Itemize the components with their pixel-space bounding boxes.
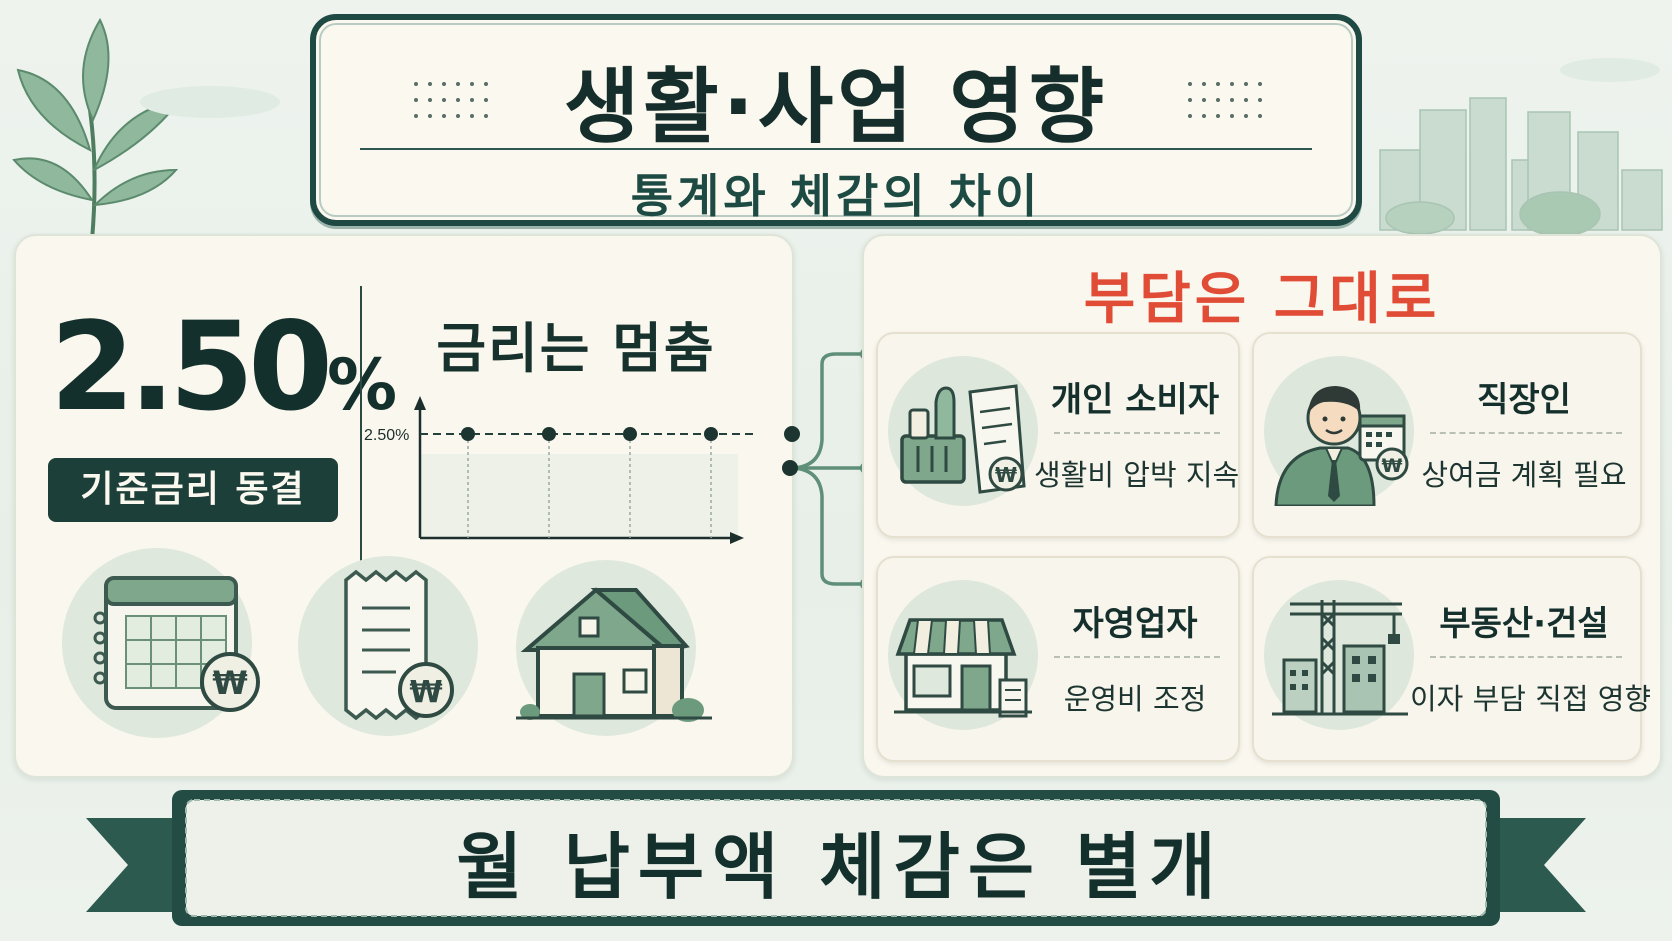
chart-point [623,427,637,441]
real-estate-card: 부동산·건설 이자 부담 직접 영향 [1252,556,1652,762]
y-axis-arrow [414,396,426,410]
construction-crane-icon [1272,600,1408,716]
won-symbol: ₩ [1382,455,1403,477]
won-symbol: ₩ [409,675,442,710]
chart-point [704,427,718,441]
won-symbol: ₩ [995,463,1017,487]
dot-pattern-left [414,82,488,118]
rate-unit: % [327,344,398,426]
page-subtitle: 통계와 체감의 차이 [630,169,1042,223]
rate-freeze-card: 2.50% 기준금리 동결 금리는 멈춤 2.50% ₩ [14,234,800,778]
card-divider [1054,656,1220,658]
y-tick-label: 2.50% [364,427,409,444]
rate-value: 2.50% [50,306,397,428]
title-panel: 생활·사업 영향 통계와 체감의 차이 [310,14,1362,226]
self-employed-desc: 운영비 조정 [1063,682,1207,716]
calendar-icon: ₩ [93,576,260,712]
title-divider [360,148,1312,150]
employee-desc: 상여금 계획 필요 [1421,458,1627,492]
chart-point [461,427,475,441]
employee-title: 직장인 [1477,380,1571,420]
consumer-bubble: ₩ [888,356,1038,506]
x-axis-arrow [730,532,744,544]
chart-point [542,427,556,441]
receipt-icon: ₩ [344,569,454,721]
page-title: 생활·사업 영향 [563,60,1109,155]
rate-badge: 기준금리 동결 [48,458,338,522]
real-estate-title: 부동산·건설 [1439,604,1609,644]
plant-illustration [12,17,183,241]
self-employed-bubble [888,580,1038,730]
office-worker-icon: ₩ [1274,386,1409,506]
real-estate-desc: 이자 부담 직접 영향 [1410,682,1652,716]
vertical-divider [360,286,362,566]
card-divider [1430,432,1622,434]
employee-bubble: ₩ [1264,356,1414,506]
bottom-banner [86,790,1586,926]
consumer-card: ₩ 개인 소비자 생활비 압박 지속 [876,332,1240,538]
employee-card: ₩ 직장인 상여금 계획 필요 [1252,332,1642,538]
house-icon [516,587,712,722]
rate-number: 2.50 [50,296,333,438]
store-icon [894,618,1032,718]
chart-point [784,426,800,442]
real-estate-bubble [1264,580,1414,730]
dot-pattern-right [1188,82,1262,118]
city-skyline [1379,97,1663,237]
burden-title: 부담은 그대로 [1083,267,1441,332]
shopping-basket-icon: ₩ [900,384,1026,494]
chart-area-fill [420,454,738,538]
consumer-desc: 생활비 압박 지속 [1034,458,1240,492]
burden-card: 부담은 그대로 ₩ 개인 소비자 생활비 압박 지속 [862,234,1662,778]
self-employed-title: 자영업자 [1072,604,1198,644]
card-divider [1054,432,1220,434]
self-employed-card: 자영업자 운영비 조정 [876,556,1240,762]
won-symbol: ₩ [212,664,247,702]
chart-title: 금리는 멈춤 [436,317,716,380]
flat-rate-chart: 2.50% [364,396,800,544]
banner-message: 월 납부액 체감은 별개 [456,825,1224,909]
card-divider [1430,656,1622,658]
consumer-title: 개인 소비자 [1050,380,1220,420]
